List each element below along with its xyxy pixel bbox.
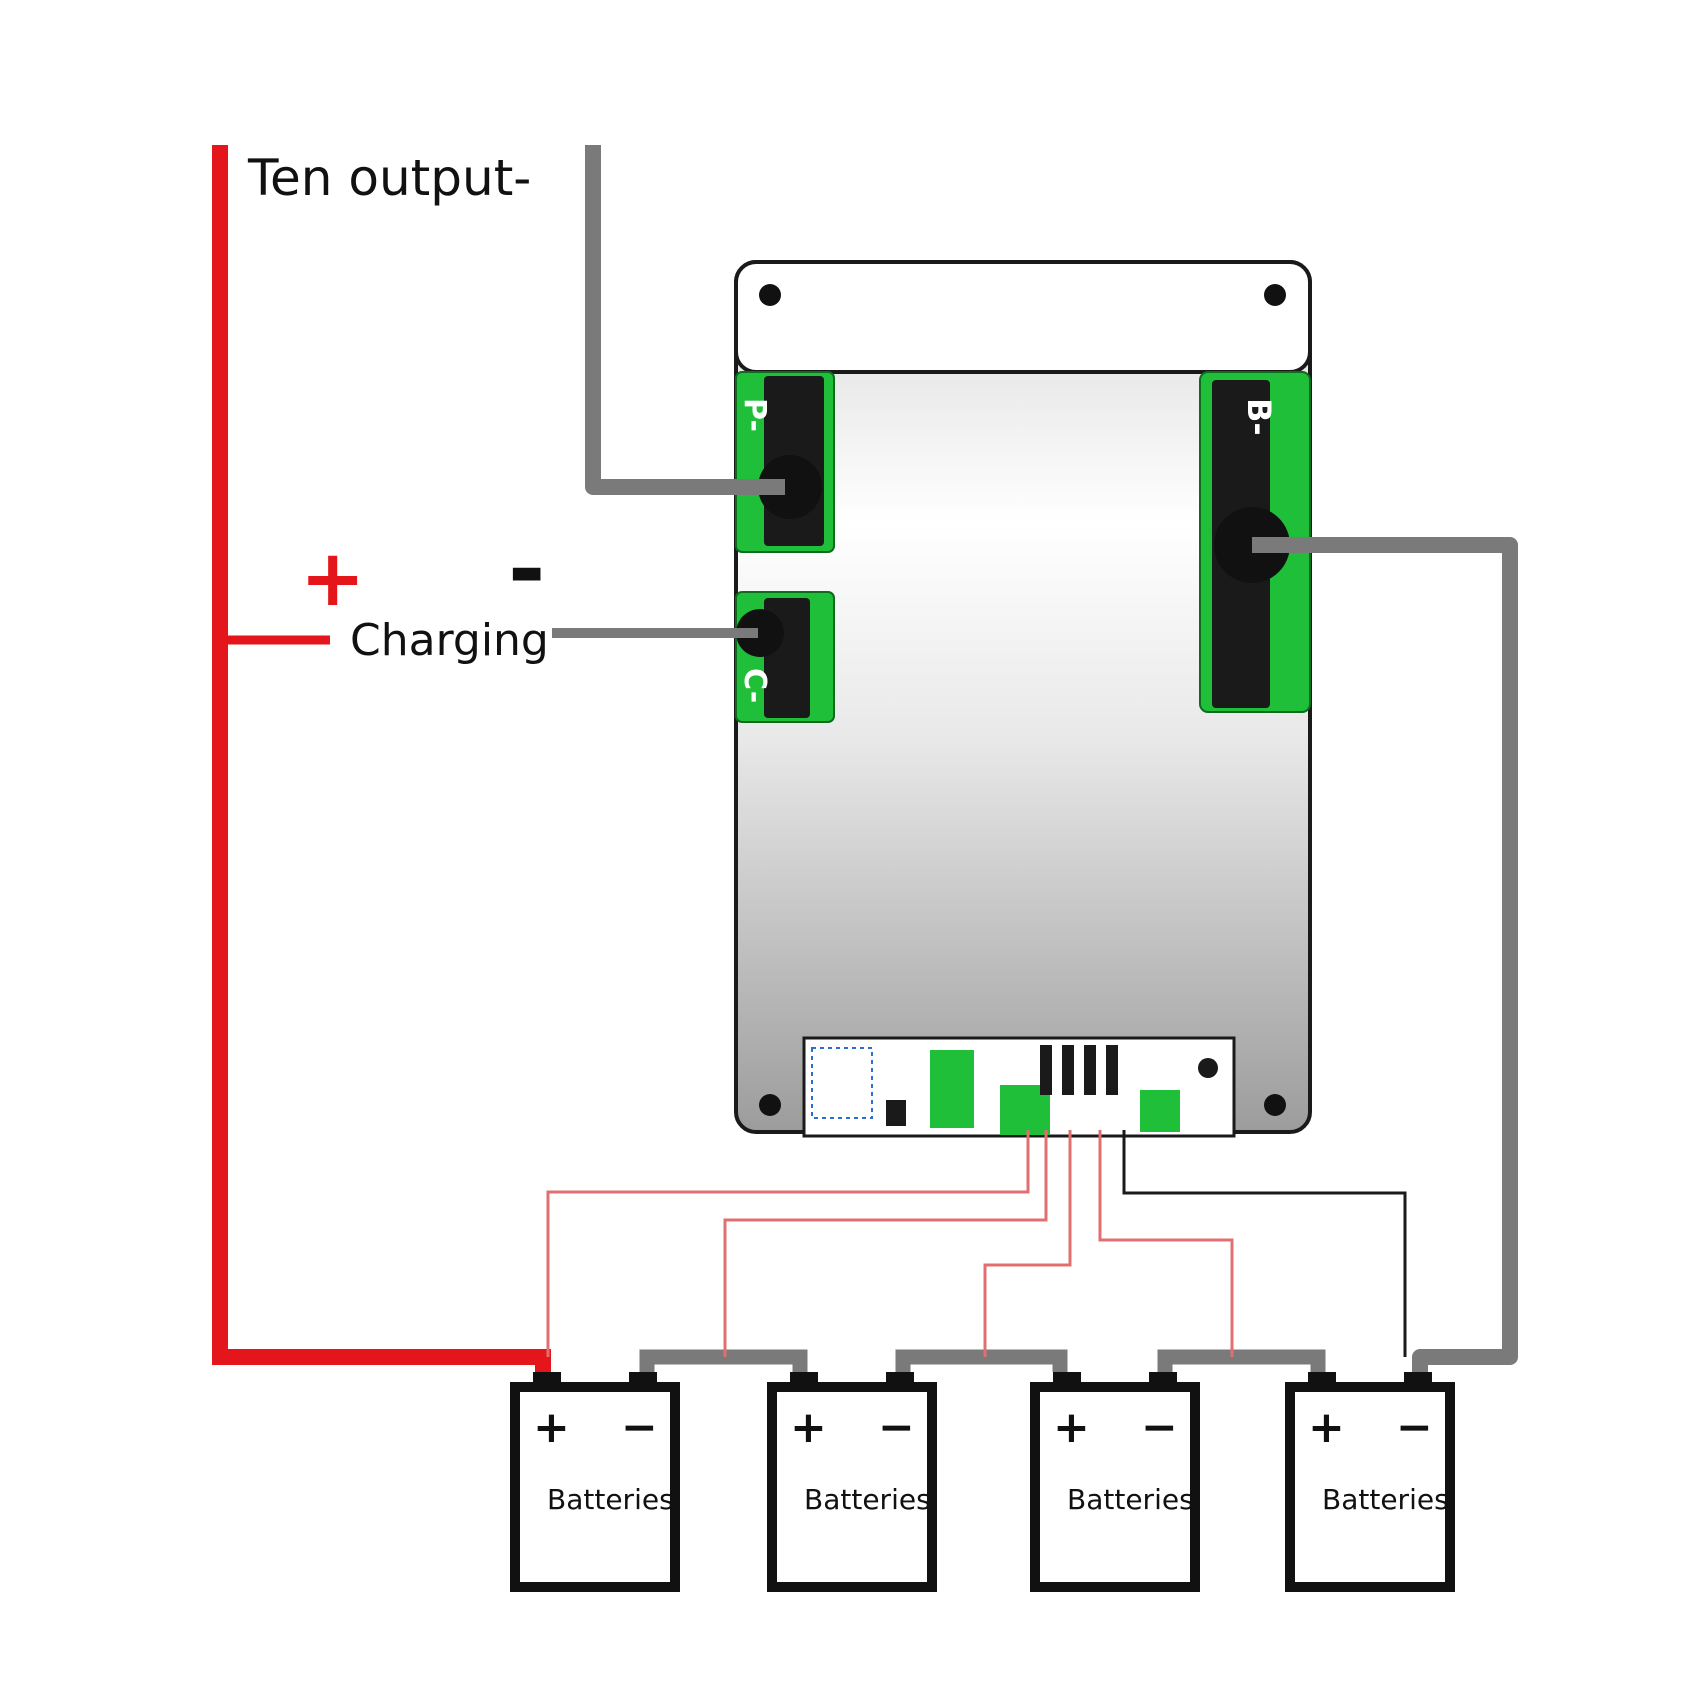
battery-3: + − Batteries <box>1030 1372 1200 1592</box>
pad-p-minus: P- <box>735 371 835 553</box>
balance-wires <box>546 1130 1407 1357</box>
positive-main-wire <box>212 145 551 1372</box>
pad-b-minus-label: B- <box>1240 398 1278 436</box>
bms-top-tab <box>734 260 1312 374</box>
mount-hole-icon <box>1264 1094 1286 1116</box>
battery-plus-sign: + <box>790 1402 827 1453</box>
charge-plus-sign: + <box>300 534 365 624</box>
battery-label: Batteries <box>1067 1483 1194 1516</box>
balance-pcb <box>802 1036 1236 1138</box>
battery-plus-sign: + <box>533 1402 570 1453</box>
battery-minus-sign: − <box>621 1402 658 1453</box>
charge-minus-sign: - <box>508 517 545 622</box>
terminal-icon <box>758 455 822 519</box>
battery-label: Batteries <box>804 1483 931 1516</box>
pad-p-minus-label: P- <box>737 398 772 432</box>
terminal-icon <box>736 609 784 657</box>
output-minus-label: Ten output- <box>247 149 531 207</box>
output-negative-wire <box>585 145 785 495</box>
series-link-wire <box>1157 1349 1326 1372</box>
battery-2: + − Batteries <box>767 1372 937 1592</box>
battery-1: + − Batteries <box>510 1372 680 1592</box>
b-minus-wire <box>1252 537 1518 1372</box>
battery-label: Batteries <box>1322 1483 1449 1516</box>
pad-b-minus: B- <box>1199 371 1311 713</box>
series-link-wire <box>639 1349 808 1372</box>
battery-plus-sign: + <box>1308 1402 1345 1453</box>
bms-board: P- C- B- <box>734 260 1312 1138</box>
battery-label: Batteries <box>547 1483 674 1516</box>
battery-4: + − Batteries <box>1285 1372 1455 1592</box>
battery-minus-sign: − <box>878 1402 915 1453</box>
series-link-wire <box>895 1349 1068 1372</box>
pad-c-minus: C- <box>735 591 835 723</box>
battery-minus-sign: − <box>1396 1402 1433 1453</box>
component-icon <box>1198 1058 1218 1078</box>
mount-hole-icon <box>759 1094 781 1116</box>
mount-hole-icon <box>759 284 781 306</box>
battery-minus-sign: − <box>1141 1402 1178 1453</box>
charging-label: Charging <box>350 615 549 666</box>
battery-plus-sign: + <box>1053 1402 1090 1453</box>
pad-c-minus-label: C- <box>737 668 772 703</box>
mount-hole-icon <box>1264 284 1286 306</box>
